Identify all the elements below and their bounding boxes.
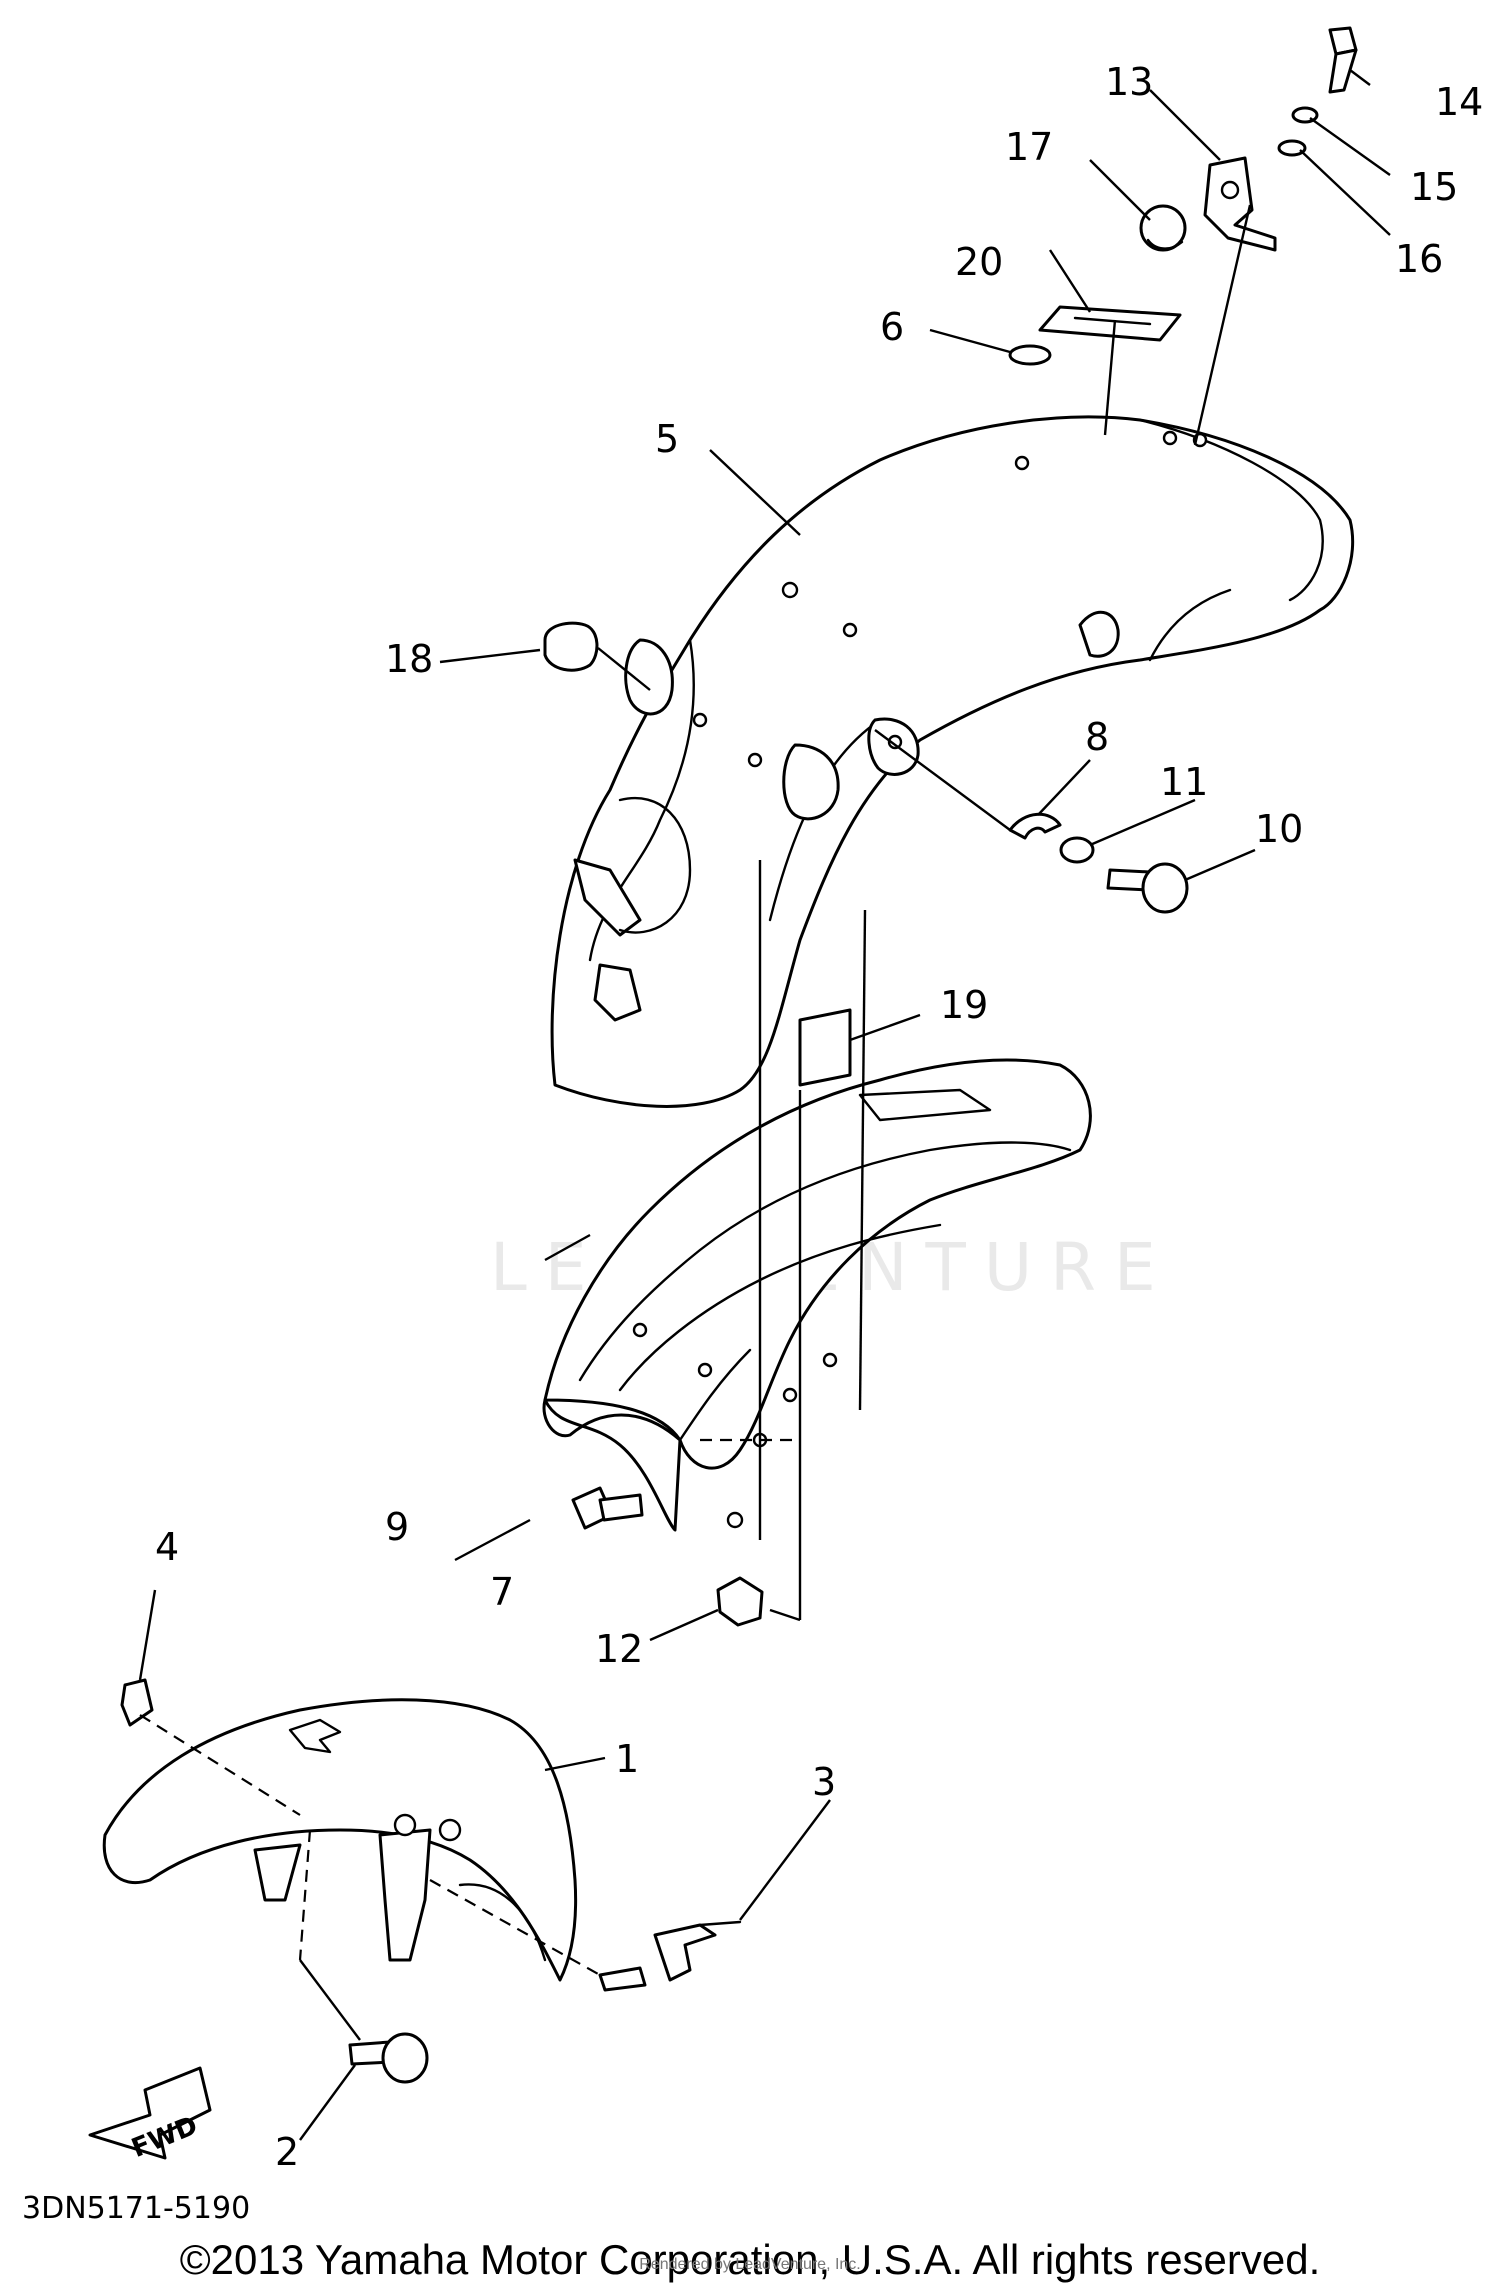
copyright-notice: ©2013 Yamaha Motor Corporation, U.S.A. A… xyxy=(179,2236,1321,2283)
front-fender xyxy=(102,1698,578,1982)
callout-16: 16 xyxy=(1395,237,1443,281)
callout-4: 4 xyxy=(155,1525,179,1569)
callout-11: 11 xyxy=(1160,760,1208,804)
callout-17: 17 xyxy=(1005,125,1053,169)
fwd-arrow: FWD xyxy=(88,2066,212,2164)
callout-14: 14 xyxy=(1435,80,1483,124)
callout-9: 9 xyxy=(385,1505,409,1549)
callout-12: 12 xyxy=(595,1627,643,1671)
callout-15: 15 xyxy=(1410,165,1458,209)
callout-5: 5 xyxy=(655,417,679,461)
callout-19: 19 xyxy=(940,983,988,1027)
callout-18: 18 xyxy=(385,637,433,681)
callout-7: 7 xyxy=(490,1570,514,1614)
callout-10: 10 xyxy=(1255,807,1303,851)
callout-3: 3 xyxy=(812,1760,836,1804)
rendered-by-notice: Rendered by LeadVenture, Inc. xyxy=(639,2256,861,2273)
inner-fender xyxy=(542,1058,1092,1532)
callout-1: 1 xyxy=(615,1737,639,1781)
callout-13: 13 xyxy=(1105,60,1153,104)
rear-fender xyxy=(550,415,1355,1108)
callout-20: 20 xyxy=(955,240,1003,284)
callout-2: 2 xyxy=(275,2130,299,2174)
callout-8: 8 xyxy=(1085,715,1109,759)
assembly-lines xyxy=(139,204,1252,2041)
callouts: 1 2 3 4 5 6 7 8 9 10 11 12 13 14 15 16 1… xyxy=(155,60,1483,2174)
drawing-code: 3DN5171-5190 xyxy=(22,2191,250,2226)
leader-lines xyxy=(138,69,1391,2141)
hardware xyxy=(120,26,1358,2084)
callout-6: 6 xyxy=(880,305,904,349)
